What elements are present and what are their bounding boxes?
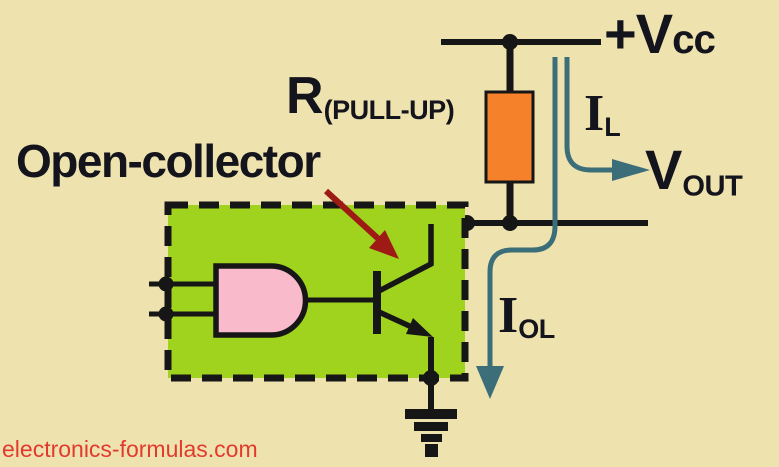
annotation-arrow xyxy=(323,188,399,259)
pull-up-resistor-label: R(PULL-UP) xyxy=(286,67,455,125)
vout-subscript-text: OUT xyxy=(682,170,743,203)
transistor-collector-wire xyxy=(377,224,434,294)
right-arrowhead-icon xyxy=(612,159,650,181)
input-terminal-dot xyxy=(158,276,174,292)
junction-dot xyxy=(423,370,439,386)
load-current-symbol-text: I xyxy=(584,85,605,142)
open-collector-dashed-box-icon xyxy=(164,201,469,382)
open-collector-label: Open-collector xyxy=(16,135,321,187)
resistor-symbol-text: R xyxy=(286,67,324,125)
vcc-rail xyxy=(441,34,601,50)
vcc-subscript-text: cc xyxy=(672,16,716,62)
ground-bar xyxy=(421,434,442,442)
vcc-symbol-text: +V xyxy=(604,2,673,65)
emitter-arrowhead-icon xyxy=(406,318,433,337)
npn-transistor xyxy=(373,224,439,413)
load-current-arrow xyxy=(564,57,650,181)
vout-label: VOUT xyxy=(645,142,743,203)
annotation-arrowhead-icon xyxy=(369,230,399,259)
watermark-text: electronics-formulas.com xyxy=(2,436,258,462)
vcc-label: +Vcc xyxy=(604,6,716,62)
sink-current-path xyxy=(487,57,558,368)
ground-bar xyxy=(414,422,448,431)
sink-current-label: IOL xyxy=(498,290,555,343)
ground-symbol-icon xyxy=(405,409,457,457)
input-terminal-dot xyxy=(158,306,174,322)
open-collector-label-text: Open-collector xyxy=(16,135,321,187)
annotation-arrow-shaft xyxy=(323,188,386,246)
sink-current-arrow xyxy=(476,57,558,399)
resistor-body-icon xyxy=(484,90,535,184)
sink-current-subscript-text: OL xyxy=(518,313,555,344)
down-arrowhead-icon xyxy=(476,366,504,399)
load-current-label: IL xyxy=(584,85,621,142)
and-gate-icon xyxy=(213,263,309,338)
vout-symbol-text: V xyxy=(645,138,683,201)
resistor-subscript-text: (PULL-UP) xyxy=(323,94,455,125)
ground-bar xyxy=(425,444,438,457)
pull-up-resistor xyxy=(484,42,535,226)
load-current-subscript-text: L xyxy=(604,111,621,142)
and-gate xyxy=(149,263,375,338)
junction-dot xyxy=(502,215,518,231)
sink-current-symbol-text: I xyxy=(498,287,519,344)
ground-bar xyxy=(405,409,457,419)
load-current-path xyxy=(564,57,614,173)
